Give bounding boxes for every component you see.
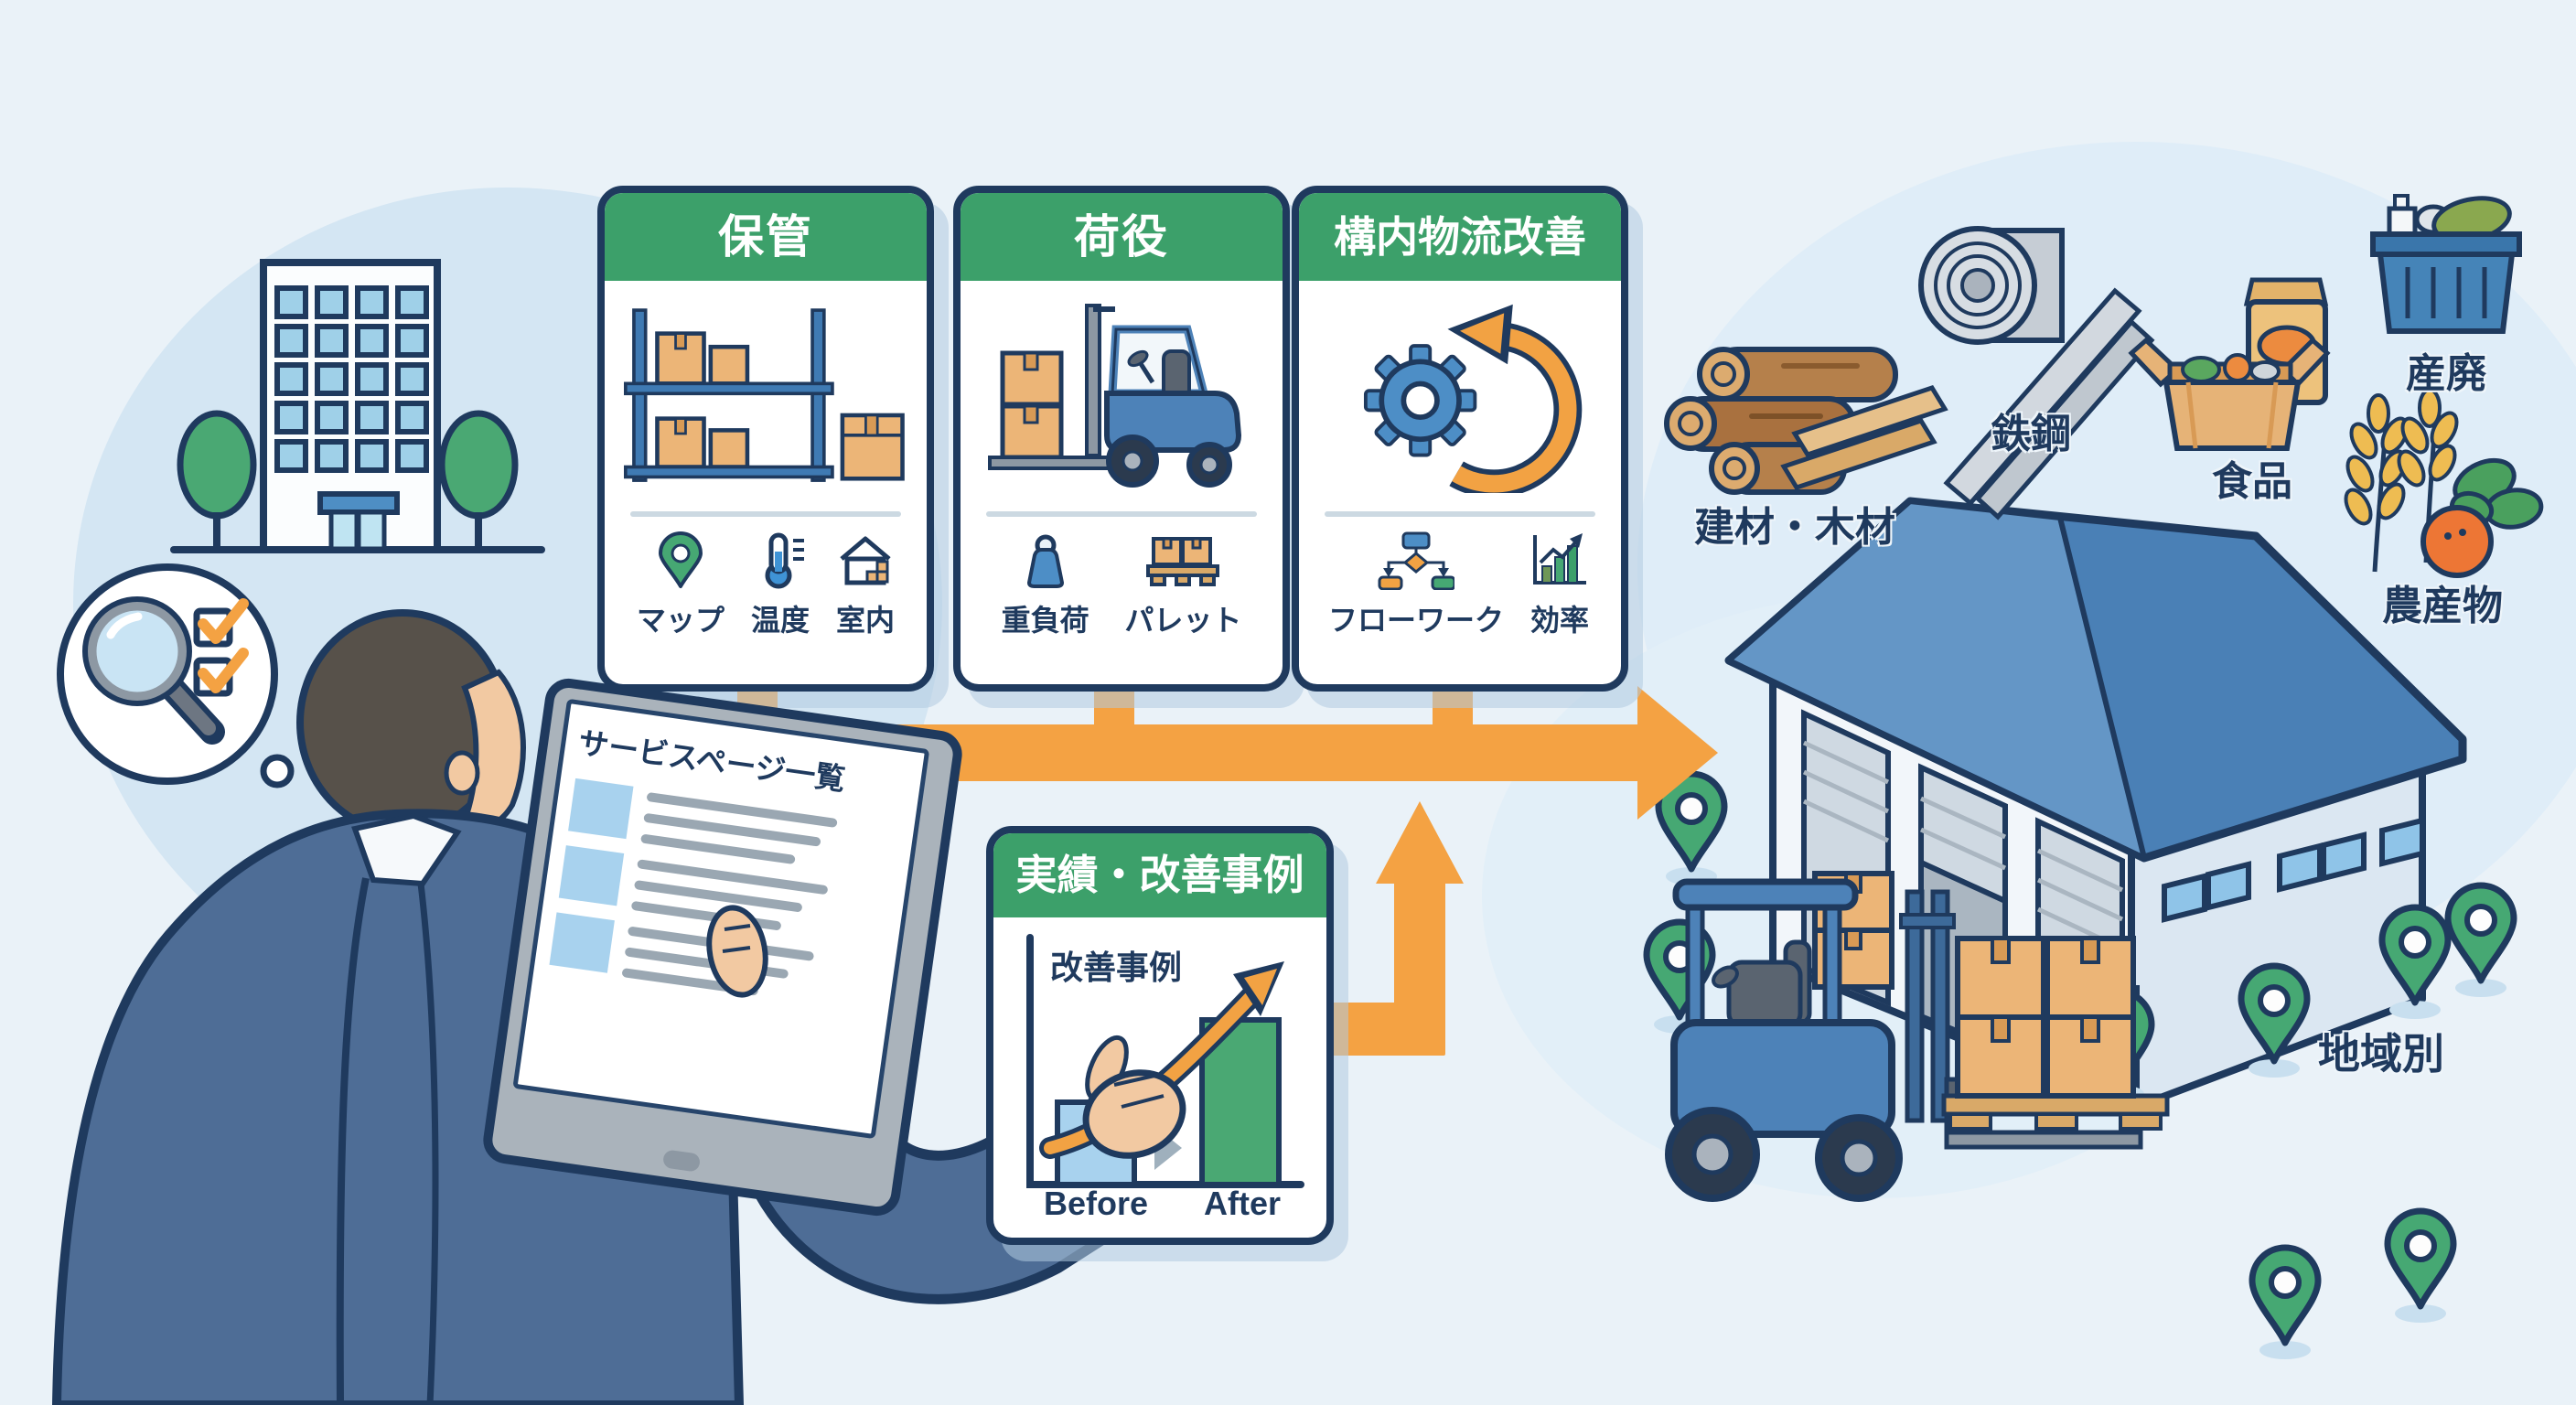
label-agricultural: 農産物 xyxy=(2382,584,2503,628)
label-waste: 産廃 xyxy=(2406,351,2486,396)
card-cargo-handling: 荷役 xyxy=(953,186,1290,692)
feature-efficiency-label: 効率 xyxy=(1530,604,1589,637)
research-thought-bubble xyxy=(57,563,295,788)
gear-cycle-icon xyxy=(1299,281,1621,511)
office-building-icon xyxy=(170,259,545,553)
forklift-icon xyxy=(961,281,1283,511)
industrial-waste-icon xyxy=(2370,194,2522,334)
divider xyxy=(630,511,901,517)
label-food: 食品 xyxy=(2212,459,2292,504)
steel-icon xyxy=(1918,226,2155,520)
card-results: 実績・改善事例 改善事例 Before After xyxy=(986,826,1334,1245)
feature-heavy-load-label: 重負荷 xyxy=(1001,604,1089,637)
magnifier-icon xyxy=(82,596,225,745)
feature-indoor: 室内 xyxy=(836,531,895,639)
label-regional: 地域別 xyxy=(2318,1030,2444,1078)
card-results-title: 実績・改善事例 xyxy=(993,833,1326,917)
feature-pallet-label: パレット xyxy=(1124,604,1242,637)
feature-temperature-label: 温度 xyxy=(750,604,810,637)
card-onsite-title: 構内物流改善 xyxy=(1299,193,1621,281)
weight-icon xyxy=(1026,534,1064,588)
divider xyxy=(986,511,1257,517)
indoor-house-icon xyxy=(840,536,891,585)
thumbnail xyxy=(549,912,615,973)
after-bar xyxy=(1199,1017,1282,1187)
feature-temperature: 温度 xyxy=(751,531,810,639)
card-cargo-title: 荷役 xyxy=(961,193,1283,281)
card-onsite-improvement: 構内物流改善 xyxy=(1292,186,1628,692)
map-pin-icon xyxy=(658,531,703,588)
feature-map: マップ xyxy=(637,531,724,639)
after-label: After xyxy=(1203,1185,1281,1222)
thermometer-icon xyxy=(765,532,804,589)
card-storage-title: 保管 xyxy=(605,193,927,281)
thumbnail xyxy=(568,778,634,840)
efficiency-chart-icon xyxy=(1532,533,1586,585)
label-steel: 鉄鋼 xyxy=(1991,412,2071,456)
tablet-home-button xyxy=(661,1149,702,1173)
divider xyxy=(1325,511,1595,517)
step-arrow-icon xyxy=(1154,1126,1182,1170)
feature-flow-label: フローワーク xyxy=(1327,604,1504,637)
feature-pallet: パレット xyxy=(1124,531,1241,639)
feature-flow: フローワーク xyxy=(1328,531,1504,639)
agricultural-icon xyxy=(2344,388,2544,578)
feature-indoor-label: 室内 xyxy=(835,604,895,637)
chart-label: 改善事例 xyxy=(1050,949,1183,986)
feature-efficiency: 効率 xyxy=(1528,531,1592,639)
pallet-icon xyxy=(1146,537,1220,586)
thumbnail xyxy=(558,845,625,906)
label-lumber: 建材・木材 xyxy=(1694,505,1895,550)
tablet-screen: サービスページ一覧 xyxy=(512,698,930,1140)
flowchart-icon xyxy=(1378,531,1454,590)
card-storage: 保管 xyxy=(597,186,934,692)
tablet-device: サービスページ一覧 xyxy=(480,675,965,1219)
warehouse-window-icons xyxy=(2162,817,2425,923)
feature-map-label: マップ xyxy=(636,604,724,637)
storage-rack-icon xyxy=(605,281,927,511)
pallet-boxes xyxy=(1955,936,2136,1099)
forklift-large-icon xyxy=(1665,878,2170,1202)
lumber-icon xyxy=(1664,347,1948,495)
warehouse-icon xyxy=(1724,497,2467,1112)
checklist-icon xyxy=(193,598,249,697)
food-icon xyxy=(2128,277,2331,451)
feature-heavy-load: 重負荷 xyxy=(1002,531,1089,639)
before-label: Before xyxy=(1043,1185,1149,1222)
